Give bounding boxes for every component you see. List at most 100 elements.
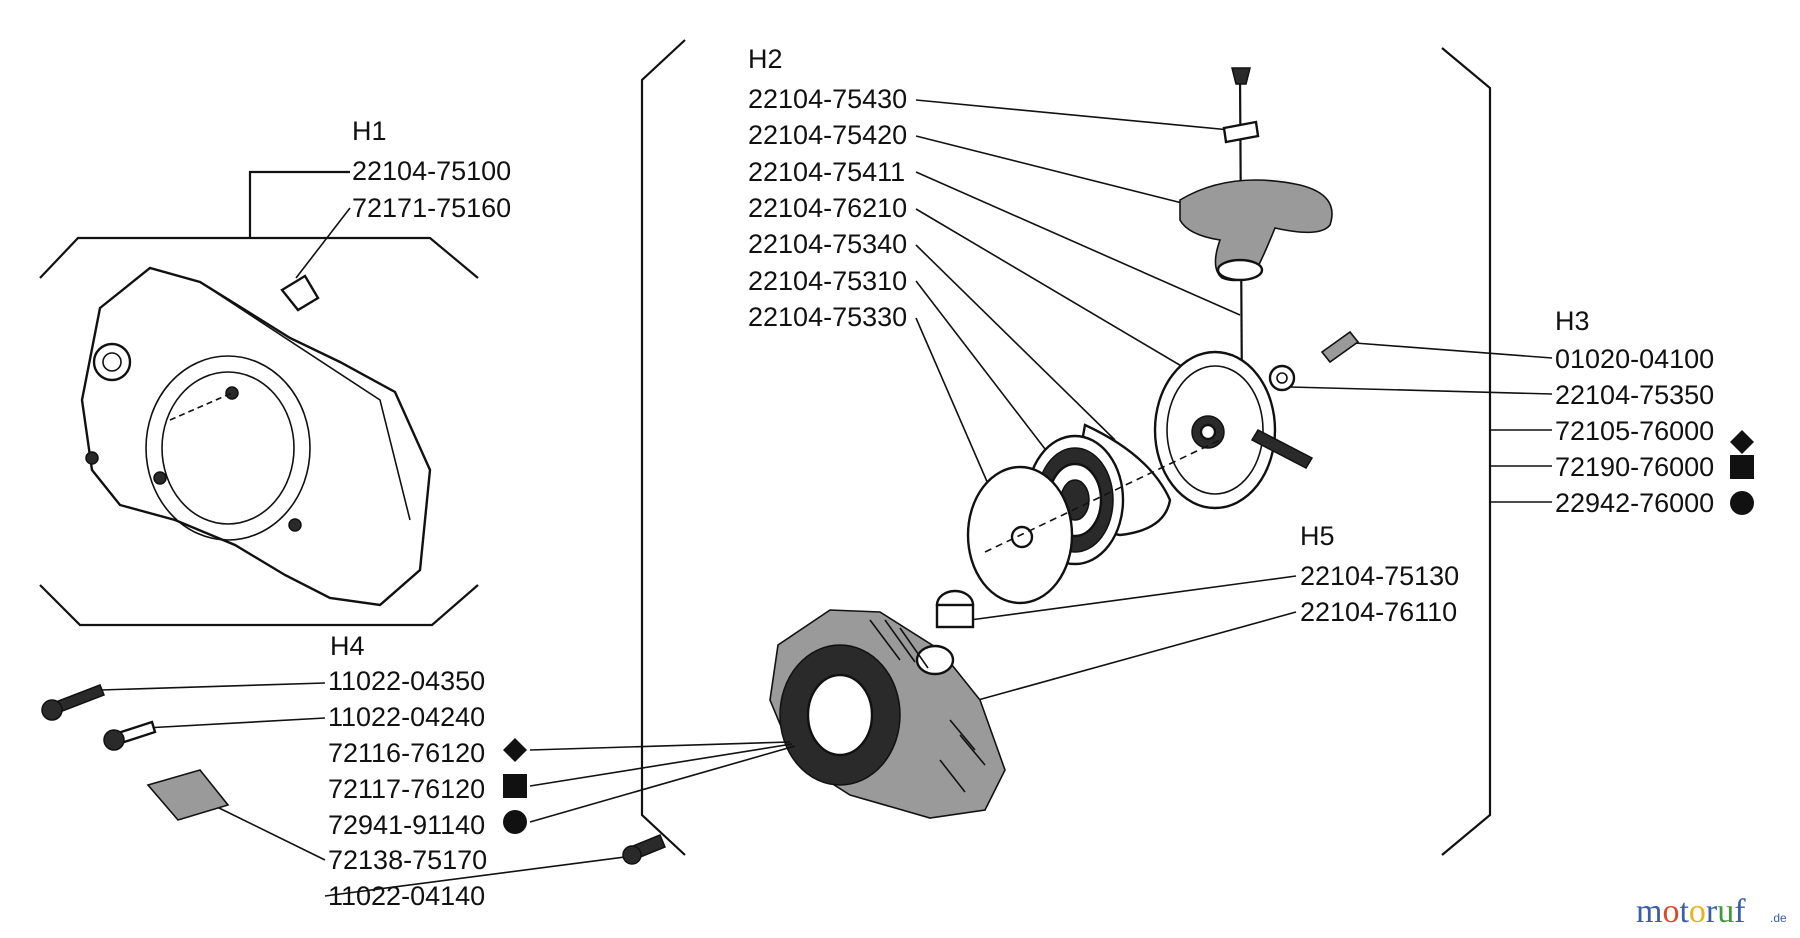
fan-housing-hole-3 (288, 518, 302, 532)
h4-part-0[interactable]: 11022-04350 (328, 666, 485, 696)
h2-leader-1 (915, 135, 1191, 206)
h3-part-3[interactable]: 72190-76000 (1555, 452, 1714, 482)
h4-part-2[interactable]: 72116-76120 (328, 738, 485, 768)
h4-part-5[interactable]: 72138-75170 (328, 845, 487, 875)
h2-leader-2 (915, 171, 1241, 316)
h1-part-1[interactable]: 72171-75160 (352, 193, 511, 223)
h2-part-6[interactable]: 22104-75330 (748, 302, 907, 332)
h3-leader-1 (1289, 386, 1553, 395)
group-h3: H3 01020-04100 22104-75350 72105-76000 7… (1250, 306, 1754, 518)
h4-part-4[interactable]: 72941-91140 (328, 810, 485, 840)
h3-title: H3 (1555, 306, 1590, 336)
h5-part-1[interactable]: 22104-76110 (1300, 597, 1457, 627)
h2-bracket-right (1441, 47, 1492, 856)
h2-leader-3 (915, 208, 1206, 381)
h2-part-0[interactable]: 22104-75430 (748, 84, 907, 114)
h4-diamond-marker (503, 738, 527, 762)
h5-title: H5 (1300, 521, 1335, 551)
fan-housing-hole-1 (85, 451, 99, 465)
h4-screw-3-head (622, 845, 642, 865)
h4-leader-3 (529, 743, 793, 787)
h3-washer-hole (1276, 372, 1288, 384)
square-marker (1730, 455, 1754, 479)
group-h2: H2 22104-75430 22104-75420 22104-75411 2… (640, 39, 1492, 856)
h4-circle-marker (503, 810, 527, 834)
h2-leader-6 (915, 317, 996, 501)
h3-bolt-part (1250, 429, 1314, 469)
fan-housing-opening-inner (161, 371, 295, 525)
logo-letter-u: u (1717, 893, 1734, 930)
h3-screw-part (1320, 330, 1360, 364)
handle-collar (1216, 258, 1264, 282)
spring-cover-hole (1010, 525, 1034, 549)
logo-letter-o2: o (1689, 893, 1706, 930)
h2-leader-0 (915, 99, 1231, 131)
starter-handle (1179, 179, 1333, 282)
h5-part-0[interactable]: 22104-75130 (1300, 561, 1459, 591)
group-h4: H4 11022-04350 11022-04240 72116-76120 7… (41, 631, 796, 911)
fan-housing-axis (169, 392, 233, 421)
h1-part-0[interactable]: 22104-75100 (352, 156, 511, 186)
h5-leader-1 (959, 611, 1297, 706)
h4-screw-2-head (103, 729, 125, 751)
group-h1: H1 22104-75100 72171-75160 (39, 116, 511, 627)
starter-cover-boss (915, 644, 955, 676)
diamond-marker (1730, 430, 1754, 454)
h4-square-marker (503, 774, 527, 798)
h2-leader-4 (915, 244, 1116, 441)
rope-pulley-groove (1166, 365, 1264, 495)
fan-housing-edge (199, 281, 411, 521)
fan-housing-shape (80, 266, 432, 607)
h2-part-1[interactable]: 22104-75420 (748, 120, 907, 150)
fan-housing-boss (92, 342, 132, 382)
h3-leader-0 (1354, 342, 1553, 359)
h1-leader-1 (295, 207, 351, 279)
rope-end-clip (1231, 67, 1251, 85)
h2-part-3[interactable]: 22104-76210 (748, 193, 907, 223)
fan-housing-boss-hole (102, 352, 122, 372)
logo-domain: .de (1770, 911, 1787, 925)
group-h5: H5 22104-75130 22104-76110 (769, 521, 1459, 819)
rope-pulley-bore (1199, 423, 1217, 441)
logo-letter-o1: o (1662, 893, 1679, 930)
h4-leader-6 (324, 854, 641, 897)
h2-bracket-left (640, 39, 686, 856)
h4-leader-5 (214, 805, 326, 861)
h2-title: H2 (748, 44, 783, 74)
h3-part-1[interactable]: 22104-75350 (1555, 380, 1714, 410)
housing-clip-part (280, 274, 320, 312)
logo-letter-t: t (1679, 893, 1689, 930)
h2-part-2[interactable]: 22104-75411 (748, 157, 905, 187)
h3-washer-part (1268, 364, 1296, 392)
circle-marker (1730, 491, 1754, 515)
h5-leader-0 (969, 575, 1297, 621)
h4-leader-4 (529, 745, 796, 823)
h5-bushing-body (935, 603, 975, 629)
rope-plate (1222, 120, 1260, 144)
h4-screw-1-head (41, 699, 63, 721)
h3-part-4[interactable]: 22942-76000 (1555, 488, 1714, 518)
h2-leader-5 (915, 280, 1066, 476)
h1-leader-0 (248, 170, 350, 238)
logo-letter-f: f (1734, 893, 1746, 930)
fan-housing-hole-2 (153, 471, 167, 485)
fan-housing-hole-4 (225, 386, 239, 400)
h2-axis-line (984, 439, 1221, 553)
h1-bracket-bottom (39, 584, 479, 627)
fan-housing-opening (145, 355, 311, 541)
h4-part-1[interactable]: 11022-04240 (328, 702, 485, 732)
logo-letter-m: m (1636, 893, 1662, 930)
motoruf-logo: motoruf .de (1636, 893, 1787, 930)
h2-part-5[interactable]: 22104-75310 (748, 266, 907, 296)
h3-part-2[interactable]: 72105-76000 (1555, 416, 1714, 446)
logo-letter-r: r (1706, 893, 1718, 930)
h4-part-3[interactable]: 72117-76120 (328, 774, 485, 804)
h4-label-plate (146, 769, 230, 821)
h1-title: H1 (352, 116, 387, 146)
h2-part-4[interactable]: 22104-75340 (748, 229, 907, 259)
h3-part-0[interactable]: 01020-04100 (1555, 344, 1714, 374)
h4-title: H4 (330, 631, 365, 661)
h4-leader-2 (529, 741, 791, 751)
h1-bracket-top (39, 236, 479, 279)
